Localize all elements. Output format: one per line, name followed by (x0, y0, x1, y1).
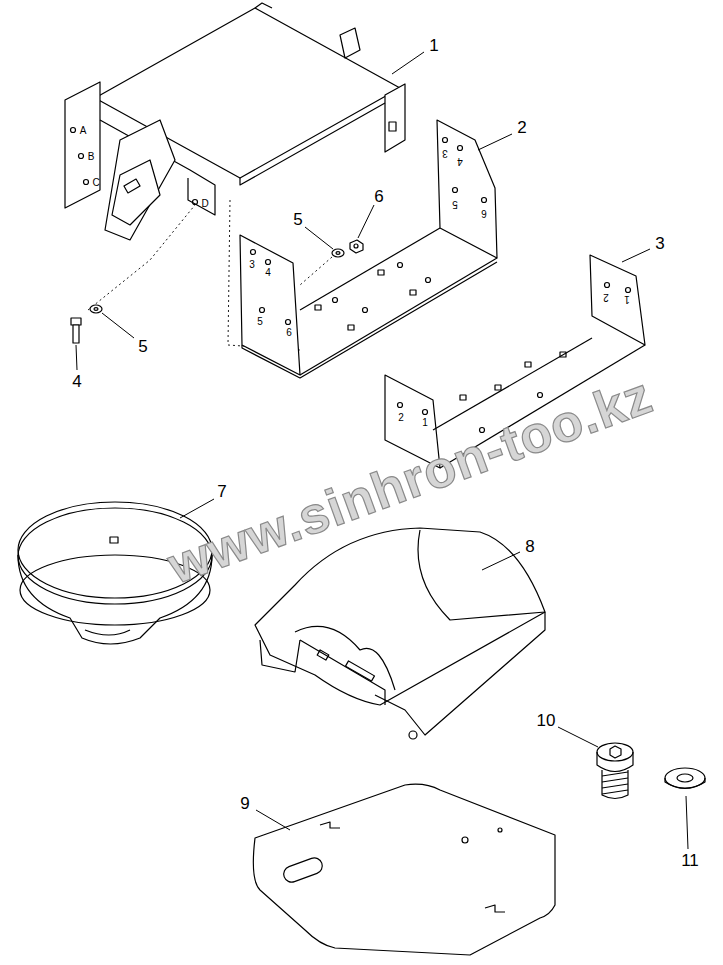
channel-part-2 (240, 120, 497, 378)
hardware (71, 240, 363, 343)
hole-mark: 3 (249, 260, 255, 270)
hole-mark: 5 (452, 199, 458, 209)
plate-part-9 (253, 784, 555, 955)
bracket-part-1 (65, 3, 405, 240)
hole-mark: 1 (624, 294, 630, 304)
callout-number: 7 (217, 483, 226, 500)
hole-mark: 1 (422, 418, 428, 428)
bolt-and-washer (597, 743, 705, 799)
hole-mark: 2 (398, 413, 404, 423)
hole-mark: 6 (286, 328, 292, 338)
hole-mark: 3 (442, 148, 448, 158)
hole-mark: D (201, 199, 208, 209)
callout-number: 10 (537, 712, 556, 729)
leader-lines (76, 52, 688, 849)
hole-mark: 4 (265, 268, 271, 278)
callout-number: 5 (293, 211, 302, 228)
hole-mark: 4 (457, 156, 463, 166)
callout-number: 6 (374, 188, 383, 205)
callout-number: 5 (138, 338, 147, 355)
callout-number: 9 (240, 795, 249, 812)
callout-number: 1 (429, 37, 438, 54)
callout-number: 3 (655, 235, 664, 252)
hole-mark: A (80, 126, 87, 136)
callout-number: 11 (681, 852, 699, 869)
hole-mark: C (92, 178, 99, 188)
callout-number: 2 (517, 119, 526, 136)
callout-number: 8 (525, 538, 534, 555)
hole-mark: 6 (481, 208, 487, 218)
hole-mark: 5 (257, 317, 263, 327)
hole-mark: B (88, 152, 95, 162)
receiver-part-8 (255, 528, 545, 739)
hole-mark: 2 (603, 292, 609, 302)
callout-number: 4 (72, 373, 81, 390)
